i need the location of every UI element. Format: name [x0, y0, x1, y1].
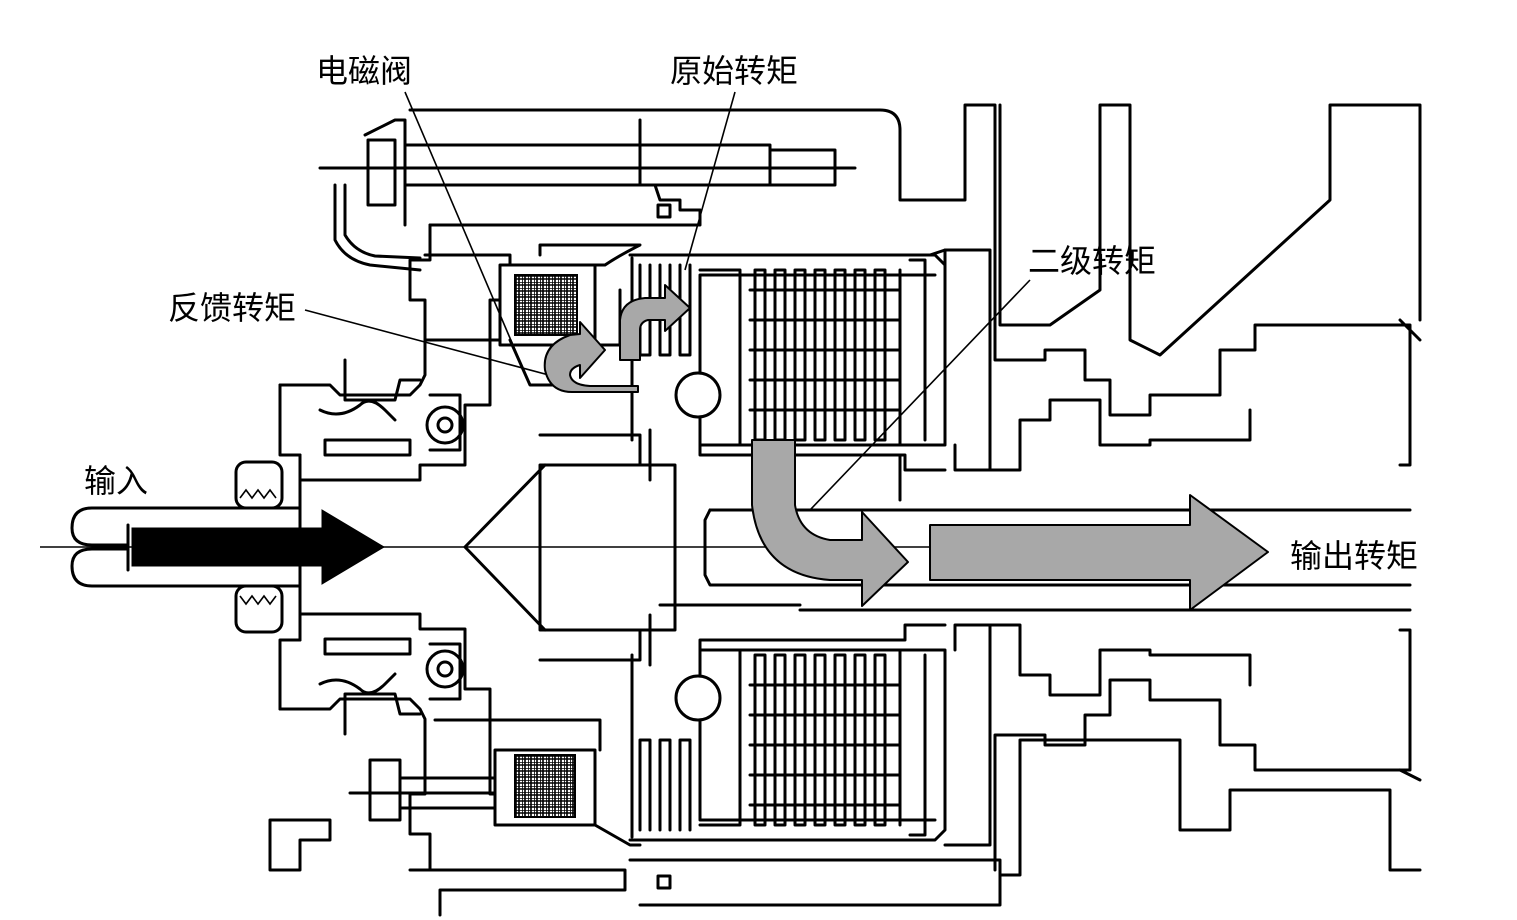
label-output-torque: 输出转矩: [1290, 537, 1419, 575]
lower-bearing-housing: [268, 612, 522, 872]
top-bolt-and-housing: [318, 103, 997, 272]
upper-clutch-pack: [628, 248, 992, 472]
label-solenoid: 电磁阀: [316, 52, 413, 90]
output-housing: [703, 103, 1422, 877]
primary-torque-arrow: [619, 284, 691, 361]
label-leader-lines: [304, 91, 1031, 511]
label-primary-torque: 原始转矩: [670, 52, 799, 90]
label-feedback-torque: 反馈转矩: [168, 289, 297, 327]
label-input: 输入: [84, 462, 149, 500]
center-drum: [463, 428, 802, 667]
lower-clutch-pack: [628, 623, 1002, 907]
input-torque-arrow: [131, 509, 385, 585]
leader-solenoid: [404, 91, 531, 386]
lower-solenoid: [348, 718, 642, 917]
leader-secondary-torque: [809, 279, 1031, 511]
upper-bearing-housing: [278, 223, 522, 482]
output-torque-arrow: [929, 494, 1269, 611]
upper-solenoid: [423, 243, 642, 387]
leader-feedback-torque: [304, 309, 561, 379]
secondary-torque-arrow: [751, 439, 909, 607]
leader-primary-torque: [684, 91, 736, 271]
feedback-torque-arrow: [543, 321, 639, 393]
label-secondary-torque: 二级转矩: [1028, 242, 1157, 280]
